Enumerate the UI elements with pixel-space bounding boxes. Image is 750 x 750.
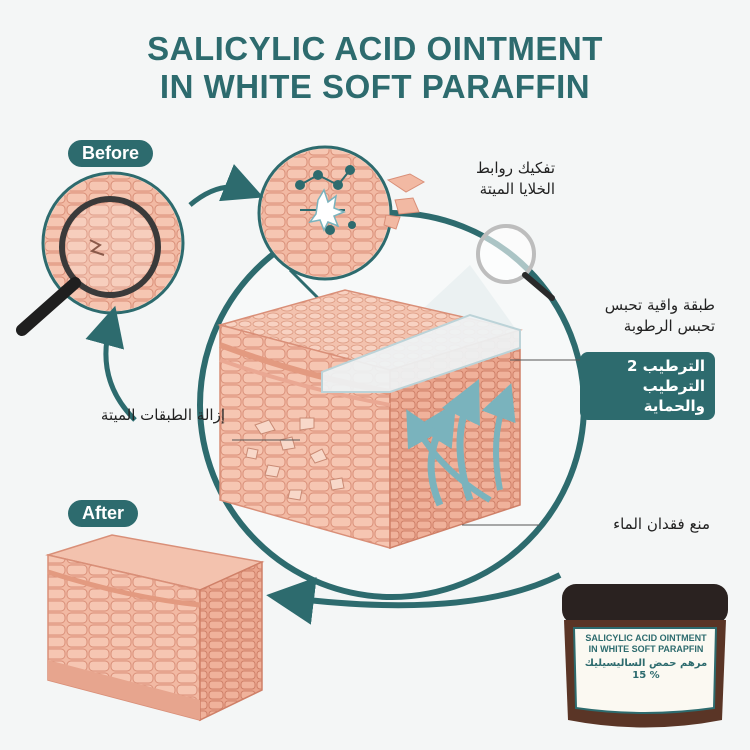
protective-layer-line2: تحبس الرطوبة <box>623 317 715 335</box>
remove-dead-layers-label: إزالة الطبقات الميتة <box>100 406 225 424</box>
jar-label-line4: 15 % <box>632 670 660 681</box>
magnifier-icon <box>16 196 161 336</box>
protective-layer <box>321 313 521 393</box>
hydration-badge-line1: الترطيب 2 <box>626 357 705 375</box>
break-bonds-label: تفكيك روابط الخلايا الميتة <box>420 158 555 200</box>
jar-label-line2: IN WHITE SOFT PARAPFIN <box>588 644 704 654</box>
jar-label-line1: SALICYLIC ACID OINTMENT <box>585 633 707 643</box>
page-title-line2: IN WHITE SOFT PARAFFIN <box>159 68 591 105</box>
bond-breaking-circle <box>257 145 393 281</box>
hydration-badge: الترطيب 2 الترطيب والحماية <box>580 352 715 420</box>
small-magnifier-icon <box>476 224 555 301</box>
protective-layer-label: طبقة واقية تحبس تحبس الرطوبة <box>555 295 715 337</box>
break-bonds-line2: الخلايا الميتة <box>479 180 555 198</box>
before-label: Before <box>68 140 154 167</box>
arrow-to-after <box>266 572 562 625</box>
page-title-line1: SALICYLIC ACID OINTMENT <box>147 30 603 67</box>
skin-cross-section <box>217 289 523 550</box>
protective-layer-line1: طبقة واقية تحبس <box>604 296 715 314</box>
after-label: After <box>68 500 139 527</box>
ointment-jar <box>562 584 728 728</box>
after-skin-block <box>45 534 265 722</box>
hydration-badge-line2: الترطيب والحماية <box>642 377 705 415</box>
arrow-before-to-mid <box>188 164 264 207</box>
jar-label: SALICYLIC ACID OINTMENT IN WHITE SOFT PA… <box>576 633 716 682</box>
skin-flakes <box>383 173 426 230</box>
break-bonds-line1: تفكيك روابط <box>475 159 555 177</box>
prevent-water-loss-label: منع فقدان الماء <box>613 515 710 533</box>
jar-label-line3: مرهم حمض الساليسيليك <box>584 658 708 669</box>
arrow-up-to-before <box>85 305 137 422</box>
